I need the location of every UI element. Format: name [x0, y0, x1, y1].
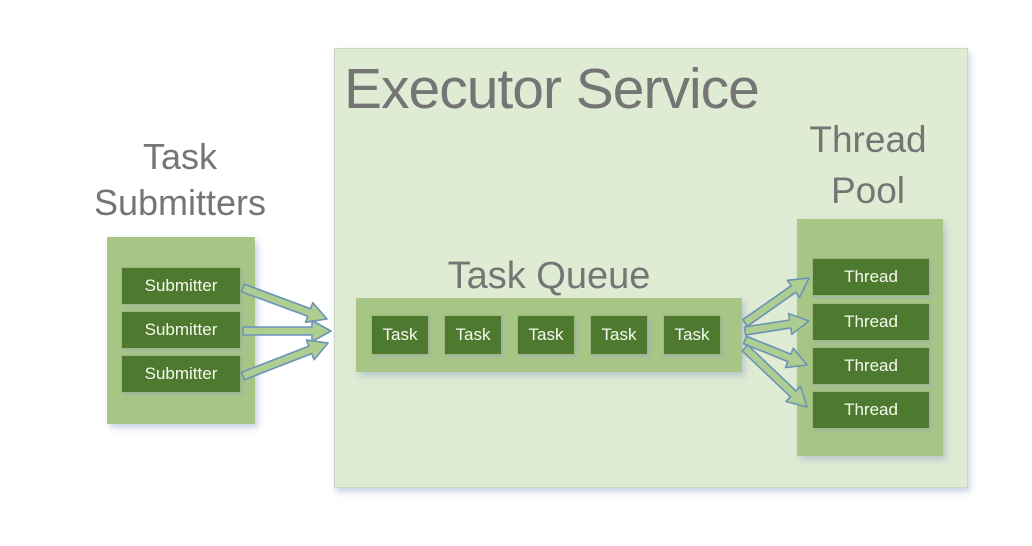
- thread-pool-title: Thread Pool: [770, 114, 966, 216]
- thread-pool-title-line1: Thread: [809, 119, 927, 160]
- arrow: [242, 319, 332, 343]
- task-queue-container: Task Task Task Task Task: [356, 298, 742, 372]
- submitter-label: Submitter: [144, 320, 218, 339]
- task-box: Task: [371, 315, 429, 355]
- task-box: Task: [590, 315, 648, 355]
- task-label: Task: [455, 325, 491, 344]
- thread-label: Thread: [844, 312, 898, 331]
- thread-label: Thread: [844, 267, 898, 286]
- task-label: Task: [382, 325, 418, 344]
- thread-box: Thread: [812, 391, 930, 429]
- executor-service-title: Executor Service: [344, 57, 760, 121]
- thread-box: Thread: [812, 258, 930, 296]
- submitter-label: Submitter: [144, 364, 218, 383]
- thread-box: Thread: [812, 347, 930, 385]
- task-submitters-container: Submitter Submitter Submitter: [107, 237, 255, 424]
- submitter-label: Submitter: [144, 276, 218, 295]
- task-submitters-title-line2: Submitters: [93, 182, 267, 223]
- task-submitters-title-line1: Task: [142, 136, 218, 177]
- task-label: Task: [528, 325, 564, 344]
- submitter-box: Submitter: [121, 355, 241, 393]
- task-box: Task: [663, 315, 721, 355]
- thread-label: Thread: [844, 400, 898, 419]
- submitter-box: Submitter: [121, 267, 241, 305]
- task-label: Task: [601, 325, 637, 344]
- task-label: Task: [674, 325, 710, 344]
- task-box: Task: [517, 315, 575, 355]
- thread-pool-title-line2: Pool: [830, 170, 906, 211]
- task-box: Task: [444, 315, 502, 355]
- task-queue-title: Task Queue: [447, 255, 651, 297]
- submitter-box: Submitter: [121, 311, 241, 349]
- thread-pool-container: Thread Thread Thread Thread: [797, 219, 943, 456]
- thread-box: Thread: [812, 303, 930, 341]
- task-submitters-title: Task Submitters: [75, 134, 285, 226]
- thread-label: Thread: [844, 356, 898, 375]
